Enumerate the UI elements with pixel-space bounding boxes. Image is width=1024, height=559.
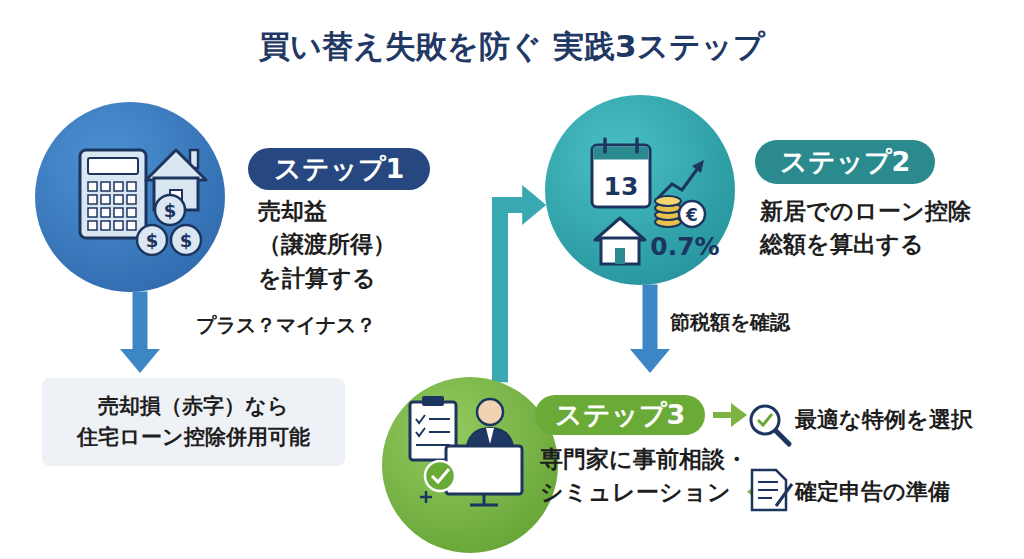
arrow-head: [731, 403, 747, 427]
diagram-title: 買い替え失敗を防ぐ 実践3ステップ: [0, 26, 1024, 68]
magnifier-icon-part: [775, 430, 789, 444]
icon-text: $: [164, 202, 177, 220]
outcome-item: 確定申告の準備: [745, 470, 1015, 514]
outcome-item: 最適な特例を選択: [745, 400, 1015, 440]
document-icon-part: [752, 470, 786, 510]
outcome-text: 確定申告の準備: [795, 477, 950, 507]
outcome-text: 最適な特例を選択: [795, 405, 973, 435]
icon-text: €: [686, 207, 698, 224]
arrow-head: [120, 349, 160, 373]
flow-arrow: [713, 403, 747, 427]
flow-arrow: [747, 480, 763, 504]
step-pill: ステップ2: [755, 140, 935, 184]
step-circle: ステップ3専門家に事前相談・ シミュレーション: [382, 377, 558, 553]
step-description: 売却益（譲渡所得） を計算する: [258, 195, 396, 295]
document-icon-part: [758, 481, 778, 483]
step-description: 新居でのローン控除 総額を算出する: [760, 195, 971, 262]
flow-arrow: [630, 284, 670, 373]
step-pill: ステップ3: [535, 395, 705, 435]
arrow-line: [500, 205, 523, 382]
magnifier-icon: [751, 406, 789, 444]
icon-text: 13: [604, 174, 639, 199]
arrow-line: [133, 291, 148, 350]
icon-text: $: [180, 232, 193, 250]
arrow-line: [713, 412, 732, 418]
arrow-line: [643, 284, 658, 350]
document-icon-part: [758, 497, 772, 499]
flow-arrow: [120, 291, 160, 373]
note-box: 売却損（赤字）なら 住宅ローン控除併用可能: [42, 378, 345, 466]
magnifier-icon-part: [751, 406, 779, 434]
document-icon: [752, 470, 792, 510]
flow-arrow: [500, 185, 546, 382]
document-icon-part: [758, 489, 778, 491]
step-pill: ステップ1: [248, 148, 430, 190]
step-circle: ステップ1売却益（譲渡所得） を計算する: [35, 102, 225, 292]
note-text: 売却損（赤字）なら 住宅ローン控除併用可能: [69, 391, 319, 454]
arrow-head: [522, 185, 546, 225]
arrow-head: [747, 480, 763, 504]
icon-text: 0.7%: [650, 234, 719, 259]
document-icon-part: [776, 484, 792, 506]
edge-label: 節税額を確認: [670, 309, 790, 336]
edge-label: プラス？マイナス？: [196, 312, 376, 339]
arrow-head: [630, 349, 670, 373]
step-description: 専門家に事前相談・ シミュレーション: [540, 443, 748, 510]
magnifier-icon-part: [758, 414, 772, 425]
icon-text: $: [146, 232, 159, 250]
